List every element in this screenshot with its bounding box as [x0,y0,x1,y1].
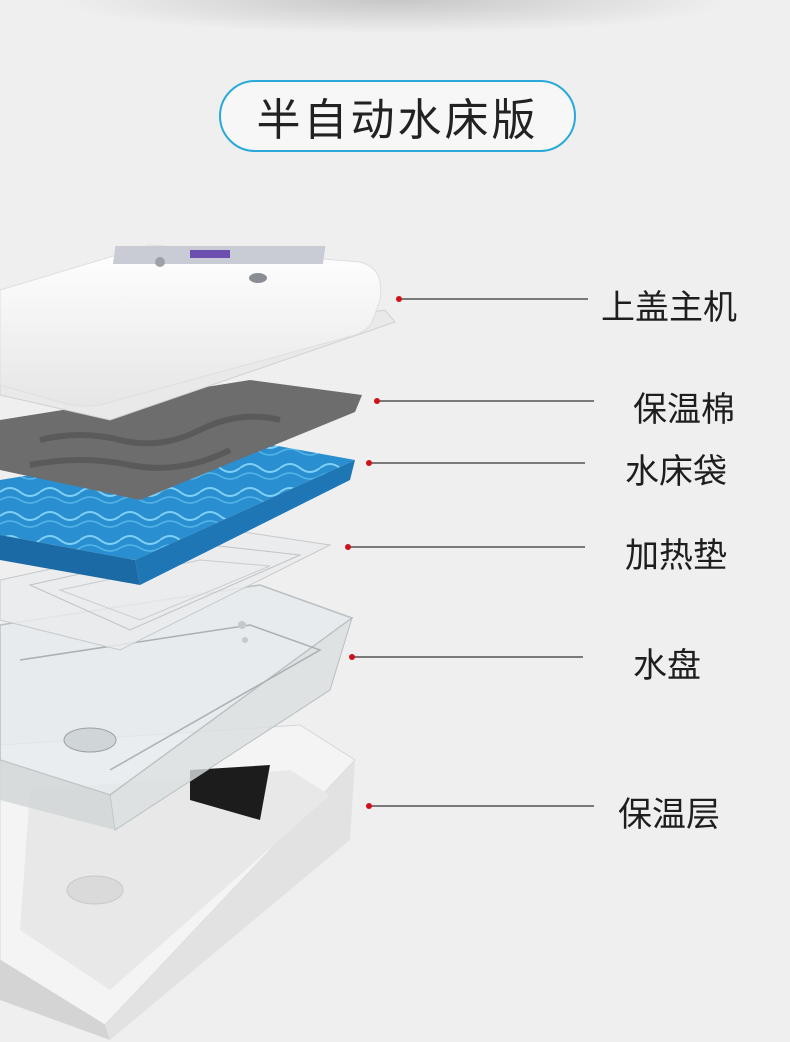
label-insulation-cotton: 保温棉 [633,382,735,431]
label-water-tray: 水盘 [633,638,701,687]
leader-dot-bag [366,460,372,466]
label-lid: 上盖主机 [601,280,737,329]
label-heating-pad: 加热垫 [625,528,727,577]
leader-dot-cotton [374,398,380,404]
label-insulation-layer: 保温层 [618,787,720,836]
label-water-bed-bag: 水床袋 [625,444,727,493]
leader-dot-lid [396,296,402,302]
leader-dot-base [366,803,372,809]
leader-dot-tray [349,654,355,660]
leader-lines [345,296,594,809]
leader-dot-heating [345,544,351,550]
